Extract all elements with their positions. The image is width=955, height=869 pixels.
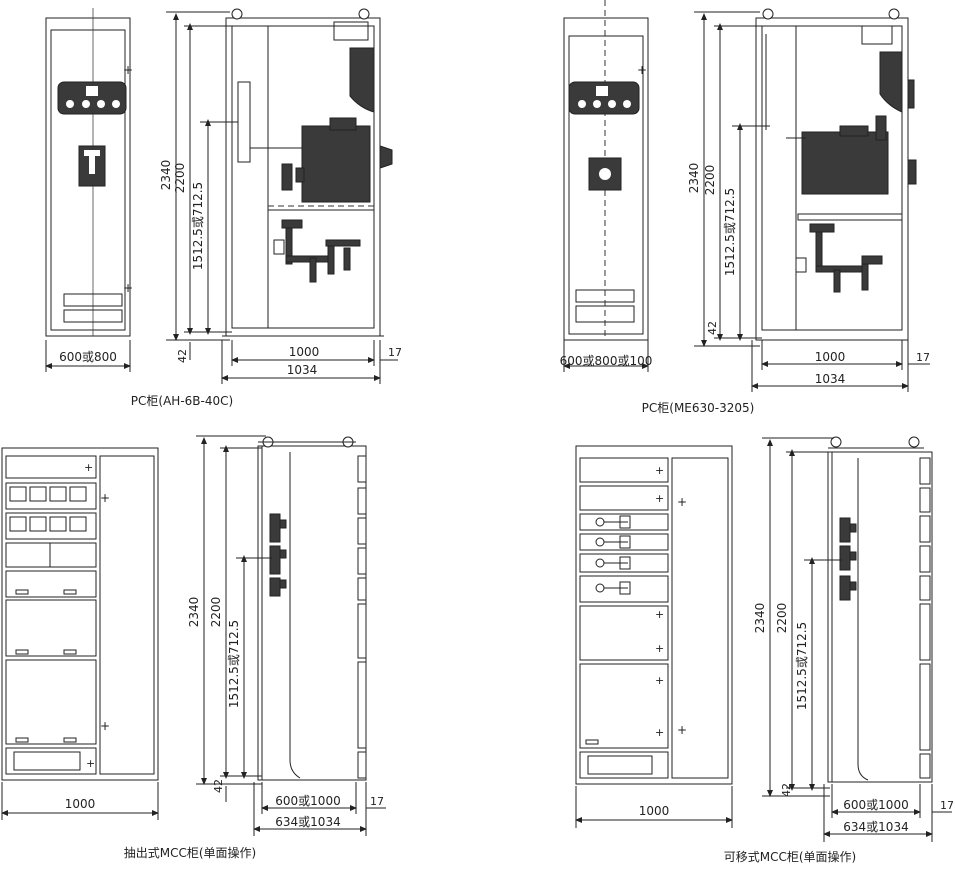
svg-text:+: + (655, 608, 664, 621)
pc1-dim-h-total: 2340 (159, 160, 173, 191)
svg-text:+: + (123, 281, 133, 295)
mcc2-side-view (827, 436, 933, 783)
svg-text:+: + (677, 723, 687, 737)
pc1-dim-h-mid: 1512.5或712.5 (191, 182, 205, 270)
pc1-front-view: + + (45, 8, 133, 337)
mcc1-dim-d-outer: 634或1034 (275, 815, 340, 829)
pc2-dimensions (563, 11, 930, 392)
pc1-caption: PC柜(AH-6B-40C) (131, 394, 233, 408)
pc2-caption: PC柜(ME630-3205) (642, 401, 755, 415)
svg-text:+: + (655, 726, 664, 739)
pc2-dim-d-outer: 1034 (815, 372, 846, 386)
mcc2-dim-h-base: 42 (780, 783, 793, 797)
svg-text:+: + (123, 63, 133, 77)
pc2-dim-h-base: 42 (706, 321, 719, 335)
svg-text:+: + (84, 461, 93, 474)
mcc1-dim-w-front: 1000 (65, 797, 96, 811)
mcc1-dimensions (0, 435, 386, 836)
pc1-side-view (222, 8, 393, 337)
pc2-dim-w-front: 600或800或100 (560, 354, 653, 368)
mcc2-dim-d-gap: 17 (940, 799, 954, 812)
svg-text:+: + (86, 757, 95, 770)
mcc2-dim-d-inner: 600或1000 (843, 798, 908, 812)
mcc1-caption: 抽出式MCC柜(单面操作) (124, 845, 256, 860)
pc2-dim-h-mid: 1512.5或712.5 (723, 188, 737, 276)
pc2-front-view: + (563, 0, 649, 341)
mcc1-side-view (257, 436, 367, 781)
pc1-dim-w-front: 600或800 (59, 350, 117, 364)
mcc2-dim-h-body: 2200 (775, 603, 789, 634)
mcc2-dim-d-outer: 634或1034 (843, 820, 908, 834)
pc1-dimensions (45, 11, 398, 384)
svg-text:+: + (100, 491, 110, 505)
mcc2-caption: 可移式MCC柜(单面操作) (724, 849, 856, 864)
mcc2-dimensions (575, 437, 952, 842)
mcc2-front-view: + + + + + + + + (575, 445, 733, 785)
pc1-dim-d-inner: 1000 (289, 345, 320, 359)
pc2-dim-h-body: 2200 (703, 165, 717, 196)
svg-text:+: + (655, 642, 664, 655)
svg-text:+: + (655, 492, 664, 505)
svg-text:+: + (637, 63, 647, 77)
mcc1-dim-h-mid: 1512.5或712.5 (227, 620, 241, 708)
pc1-dim-d-gap: 17 (388, 346, 402, 359)
mcc2-dim-h-mid: 1512.5或712.5 (795, 622, 809, 710)
pc2-dim-h-total: 2340 (687, 163, 701, 194)
svg-text:+: + (655, 674, 664, 687)
pc2-dim-d-inner: 1000 (815, 350, 846, 364)
mcc1-dim-d-gap: 17 (370, 795, 384, 808)
svg-text:+: + (100, 719, 110, 733)
mcc1-dim-h-body: 2200 (209, 597, 223, 628)
mcc1-dim-h-total: 2340 (187, 597, 201, 628)
mcc1-dim-h-base: 42 (212, 779, 225, 793)
pc2-dim-d-gap: 17 (916, 351, 930, 364)
mcc2-dim-w-front: 1000 (639, 804, 670, 818)
svg-text:+: + (655, 464, 664, 477)
pc1-dim-h-body: 2200 (173, 163, 187, 194)
pc2-side-view (755, 8, 917, 341)
mcc1-dim-d-inner: 600或1000 (275, 794, 340, 808)
pc1-dim-d-outer: 1034 (287, 363, 318, 377)
svg-text:+: + (677, 495, 687, 509)
mcc2-dim-h-total: 2340 (753, 603, 767, 634)
pc1-dim-h-base: 42 (176, 349, 189, 363)
mcc1-front-view: + + + + (1, 447, 159, 781)
